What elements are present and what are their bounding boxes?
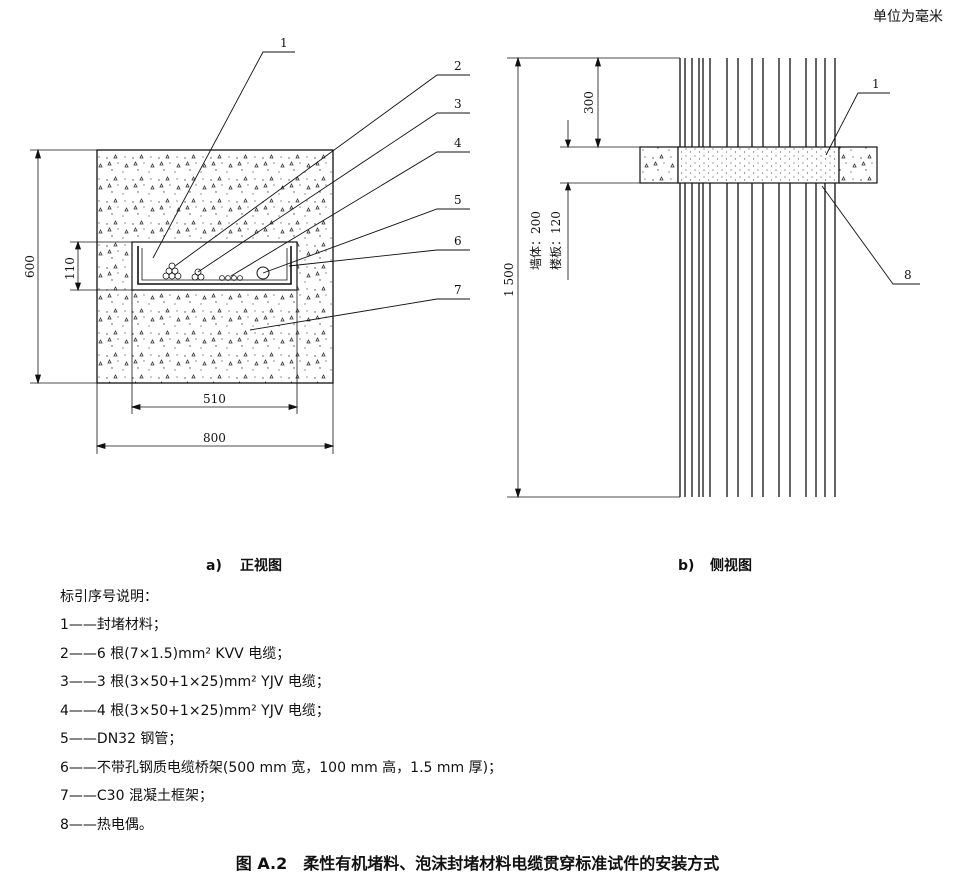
cable-group-kvv [162, 262, 182, 280]
side-leaders [821, 92, 920, 285]
dim-300: 300 [582, 91, 596, 114]
cable-tray [137, 246, 292, 285]
legend-item: 6——不带孔钢质电缆桥架(500 mm 宽，100 mm 高，1.5 mm 厚)… [60, 759, 503, 776]
dim-opening-width [130, 290, 299, 414]
dim-wall: 墙体：200 [529, 211, 543, 270]
dim-1500: 1 500 [502, 263, 516, 297]
side-slab-left [639, 146, 679, 184]
callout-3: 3 [454, 97, 462, 111]
legend: 标引序号说明： 1——封堵材料； 2——6 根(7×1.5)mm² KVV 电缆… [60, 583, 760, 839]
cable-group-yjv-4 [219, 275, 243, 281]
dim-thickness [564, 120, 572, 280]
legend-item: 1——封堵材料； [60, 617, 167, 633]
dim-600: 600 [23, 255, 37, 278]
legend-item: 7——C30 混凝土框架； [60, 788, 213, 804]
callout-6: 6 [454, 234, 462, 248]
sealant-opening [131, 241, 298, 291]
legend-title: 标引序号说明： [60, 589, 158, 605]
callout-side-8: 8 [904, 268, 912, 282]
callout-4: 4 [454, 136, 462, 150]
side-sealant [677, 146, 840, 184]
vertical-cables [679, 58, 836, 497]
dim-slab: 楼板：120 [548, 211, 563, 270]
dim-800: 800 [203, 431, 226, 445]
dim-opening-height [70, 240, 132, 292]
caption-b: 侧视图 [710, 557, 752, 574]
callout-side-1: 1 [872, 77, 880, 91]
dim-width [95, 383, 335, 454]
dim-height [30, 148, 97, 385]
drawing-canvas: 1 2 3 4 5 6 7 600 110 510 [23, 36, 920, 574]
dim-510: 510 [203, 392, 226, 406]
dim-top [560, 56, 640, 184]
callout-7: 7 [454, 283, 462, 297]
front-view: 1 2 3 4 5 6 7 600 110 510 [23, 36, 470, 454]
unit-note: 单位为毫米 [873, 9, 943, 25]
front-leaders [152, 51, 470, 331]
caption-b-letter: b) [678, 558, 694, 574]
steel-pipe [256, 266, 270, 280]
caption-a: 正视图 [240, 557, 282, 574]
caption-a-letter: a) [206, 558, 222, 574]
legend-item: 8——热电偶。 [60, 816, 153, 833]
cable-group-yjv-3 [191, 268, 205, 281]
legend-item: 3——3 根(3×50+1×25)mm² YJV 电缆； [60, 674, 330, 690]
dim-110: 110 [63, 257, 77, 280]
legend-item: 5——DN32 钢管； [60, 731, 183, 747]
dim-total [507, 56, 680, 499]
callout-5: 5 [454, 193, 462, 207]
figure-title: 图 A.2 柔性有机堵料、泡沫封堵材料电缆贯穿标准试件的安装方式 [235, 854, 720, 873]
callout-2: 2 [454, 59, 462, 73]
legend-item: 4——4 根(3×50+1×25)mm² YJV 电缆； [60, 702, 330, 719]
legend-item: 2——6 根(7×1.5)mm² KVV 电缆； [60, 645, 291, 662]
callout-1: 1 [280, 36, 288, 50]
side-slab-right [838, 146, 878, 184]
side-view: 1 8 1 500 300 墙体：200 楼板：120 [502, 56, 920, 499]
